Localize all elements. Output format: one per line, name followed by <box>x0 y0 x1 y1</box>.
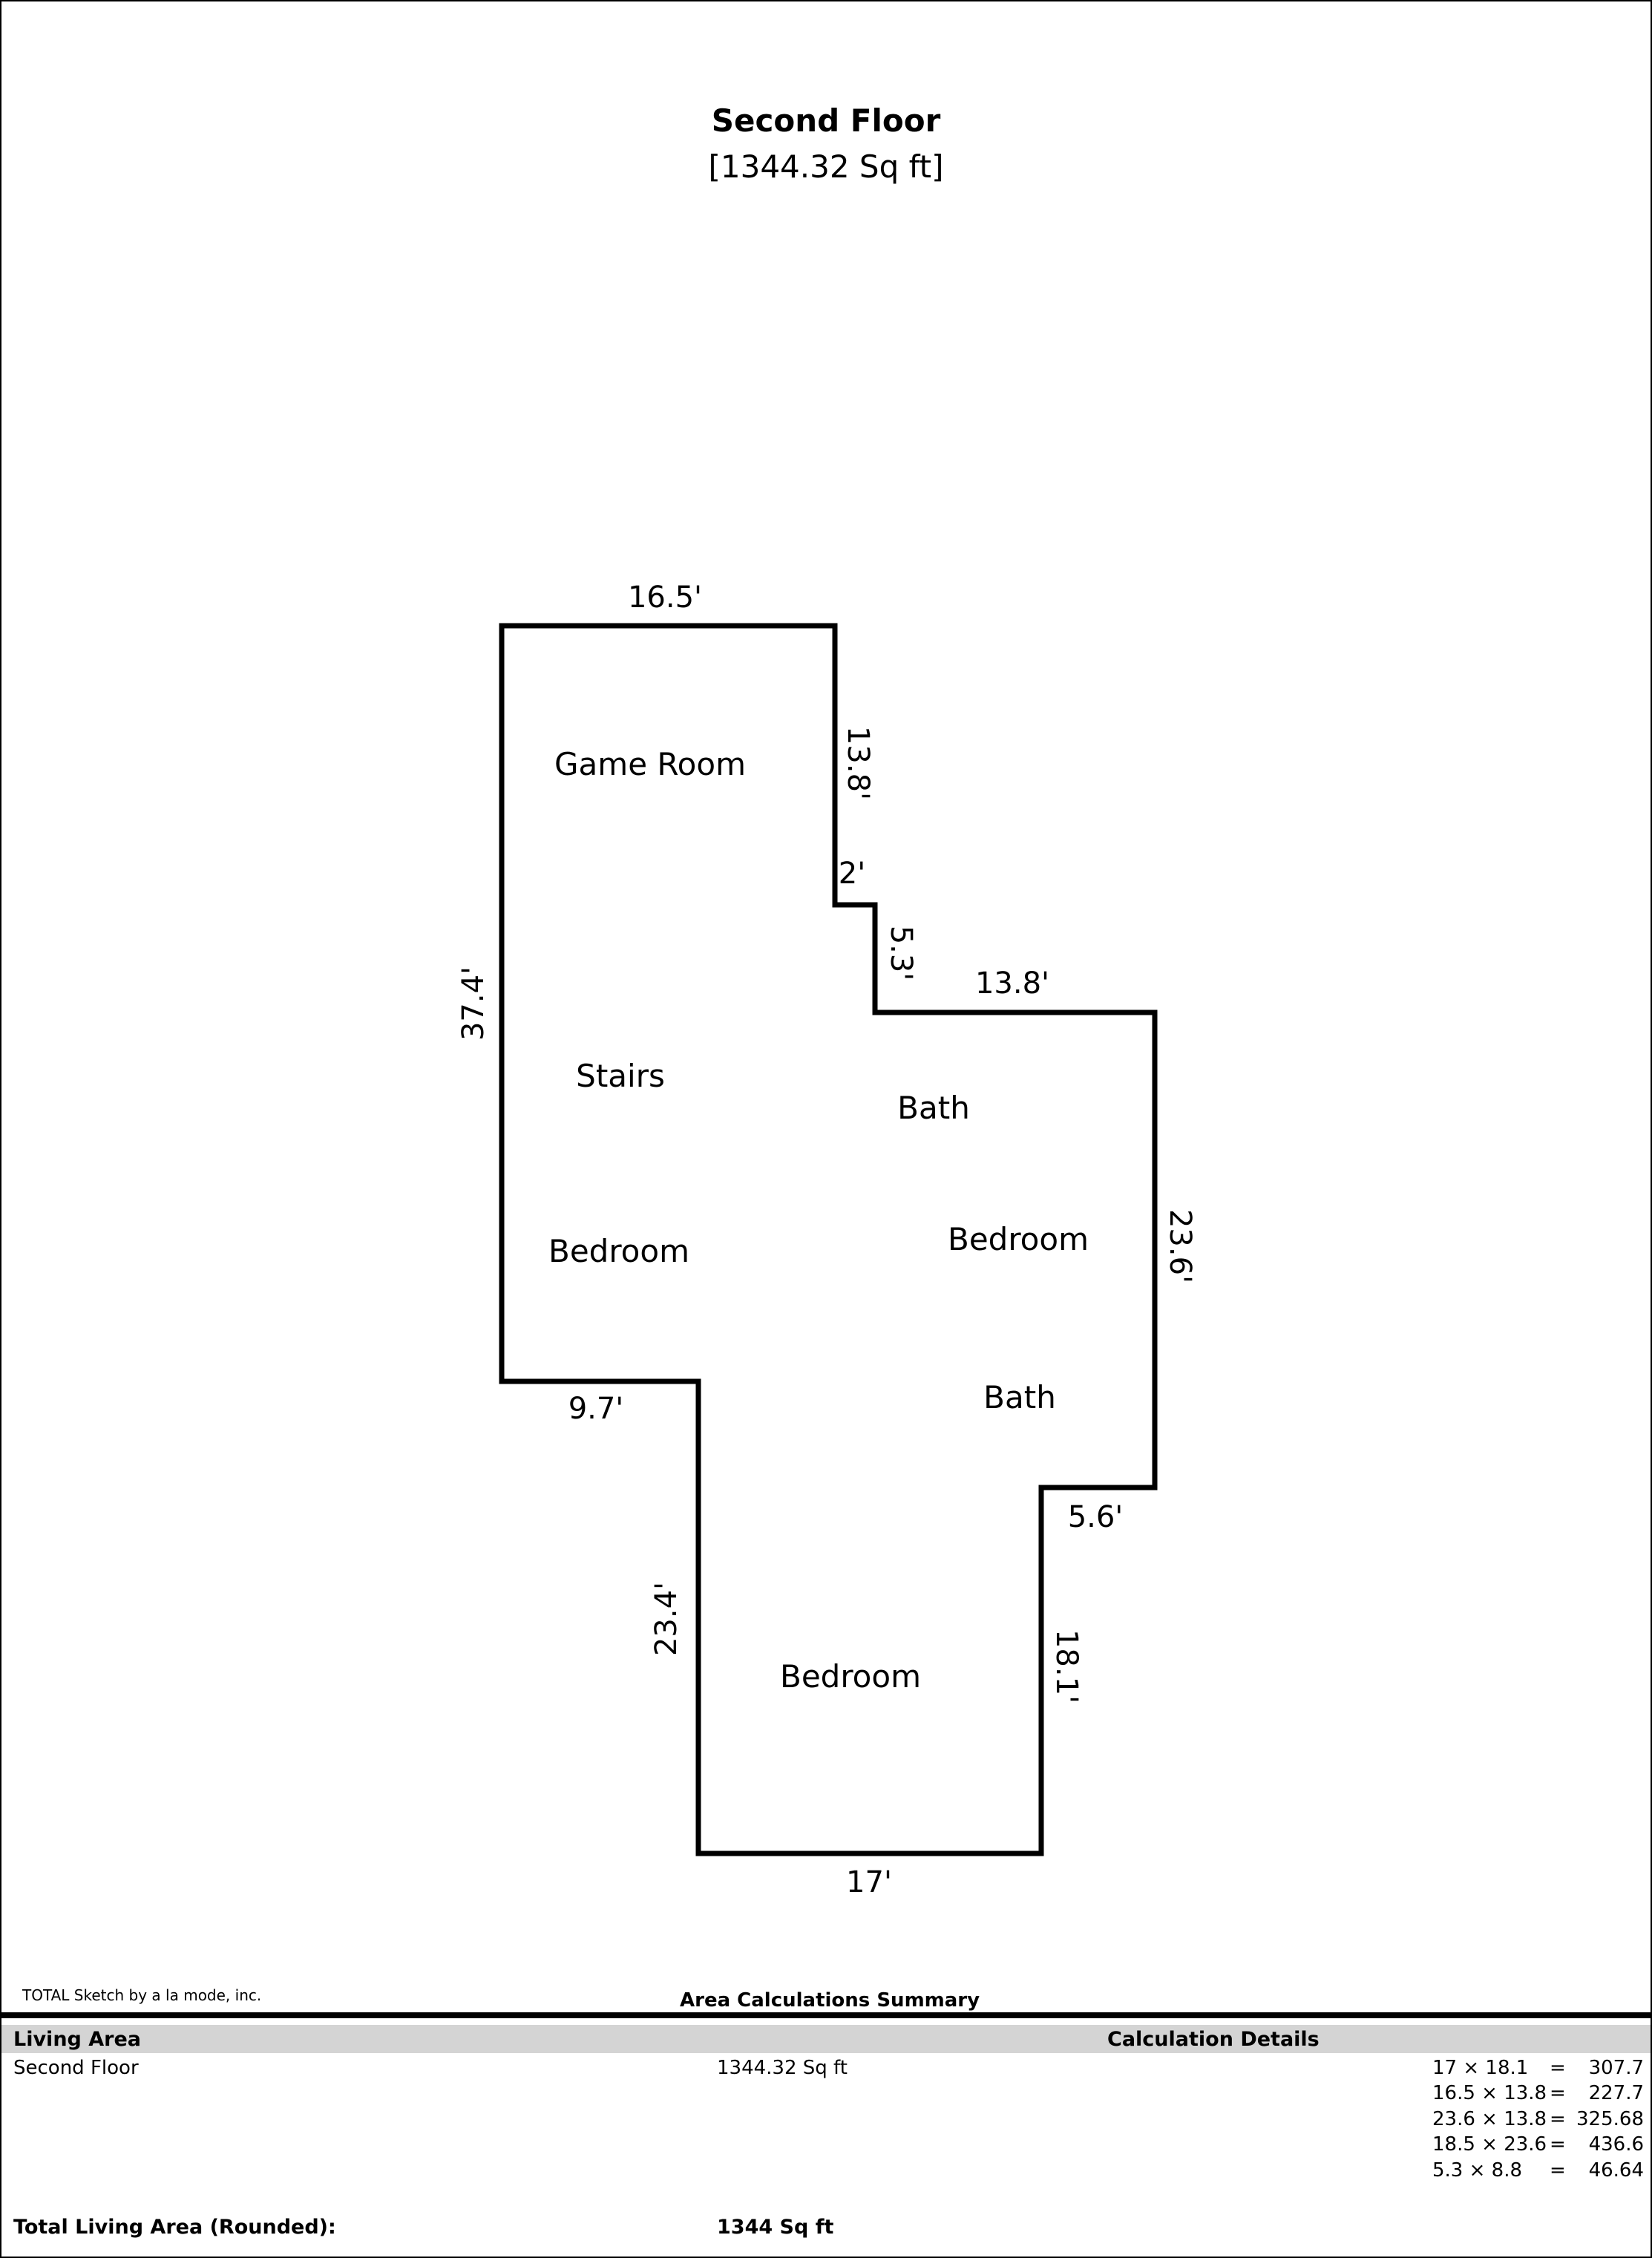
dim-step-vertical: 5.3' <box>884 926 918 981</box>
calc-row: 23.6 × 13.8 = 325.68 <box>1432 2108 1644 2133</box>
dim-bath-top: 13.8' <box>975 966 1049 1001</box>
dim-lower-left-vertical: 23.4' <box>649 1582 684 1656</box>
total-living-area-value: 1344 Sq ft <box>717 2216 834 2239</box>
summary-header-band <box>1 2025 1651 2053</box>
calc-equals: = <box>1550 2057 1566 2079</box>
dim-game-room-right: 13.8' <box>841 726 875 800</box>
calc-row: 18.5 × 23.6 = 436.6 <box>1432 2133 1644 2159</box>
dim-step-small: 2' <box>839 857 865 891</box>
floor-outline <box>499 623 1158 1856</box>
calc-row: 17 × 18.1 = 307.7 <box>1432 2057 1644 2082</box>
row-living-area-value: 1344.32 Sq ft <box>717 2057 848 2079</box>
software-credit: TOTAL Sketch by a la mode, inc. <box>22 1986 262 2004</box>
room-bedroom-right: Bedroom <box>948 1221 1089 1257</box>
room-game-room: Game Room <box>554 746 746 782</box>
calc-expression: 23.6 × 13.8 <box>1432 2108 1547 2130</box>
room-bedroom-bottom: Bedroom <box>780 1658 921 1695</box>
room-bath-lower: Bath <box>983 1379 1056 1416</box>
dim-left-side: 37.4' <box>456 966 491 1041</box>
dim-lower-left-horizontal: 9.7' <box>568 1392 624 1426</box>
summary-title: Area Calculations Summary <box>680 1989 980 2012</box>
floor-plan: 16.5' 13.8' 2' 5.3' 13.8' 23.6' 37.4' 9.… <box>456 580 1197 1899</box>
row-living-area-name: Second Floor <box>13 2057 139 2079</box>
calc-row: 5.3 × 8.8 = 46.64 <box>1432 2159 1644 2185</box>
calc-expression: 5.3 × 8.8 <box>1432 2159 1523 2182</box>
dim-bottom: 17' <box>846 1865 892 1899</box>
total-living-area-label: Total Living Area (Rounded): <box>13 2216 336 2239</box>
dim-top: 16.5' <box>628 580 702 615</box>
calc-result: 46.64 <box>1588 2159 1644 2182</box>
calc-expression: 17 × 18.1 <box>1432 2057 1529 2079</box>
floor-area-label: [1344.32 Sq ft] <box>708 148 944 185</box>
calc-equals: = <box>1550 2082 1566 2104</box>
calc-equals: = <box>1550 2133 1566 2156</box>
room-bedroom-left: Bedroom <box>548 1233 689 1269</box>
calc-expression: 18.5 × 23.6 <box>1432 2133 1547 2156</box>
summary-divider <box>0 2012 1652 2018</box>
calc-result: 325.68 <box>1576 2108 1644 2130</box>
calc-result: 436.6 <box>1588 2133 1644 2156</box>
room-bath-upper: Bath <box>897 1090 970 1126</box>
calc-result: 307.7 <box>1588 2057 1644 2079</box>
calc-equals: = <box>1550 2108 1566 2130</box>
calc-row: 16.5 × 13.8 = 227.7 <box>1432 2082 1644 2107</box>
header-calculation-details: Calculation Details <box>1107 2028 1320 2051</box>
floor-title: Second Floor <box>711 102 941 139</box>
calc-expression: 16.5 × 13.8 <box>1432 2082 1547 2104</box>
dim-lower-right-vertical: 18.1' <box>1049 1629 1084 1704</box>
header-living-area: Living Area <box>13 2028 142 2051</box>
calc-equals: = <box>1550 2159 1566 2182</box>
calc-result: 227.7 <box>1588 2082 1644 2104</box>
dim-lower-right-horizontal: 5.6' <box>1068 1500 1124 1534</box>
room-stairs: Stairs <box>576 1058 665 1094</box>
dim-right-side: 23.6' <box>1163 1209 1197 1283</box>
